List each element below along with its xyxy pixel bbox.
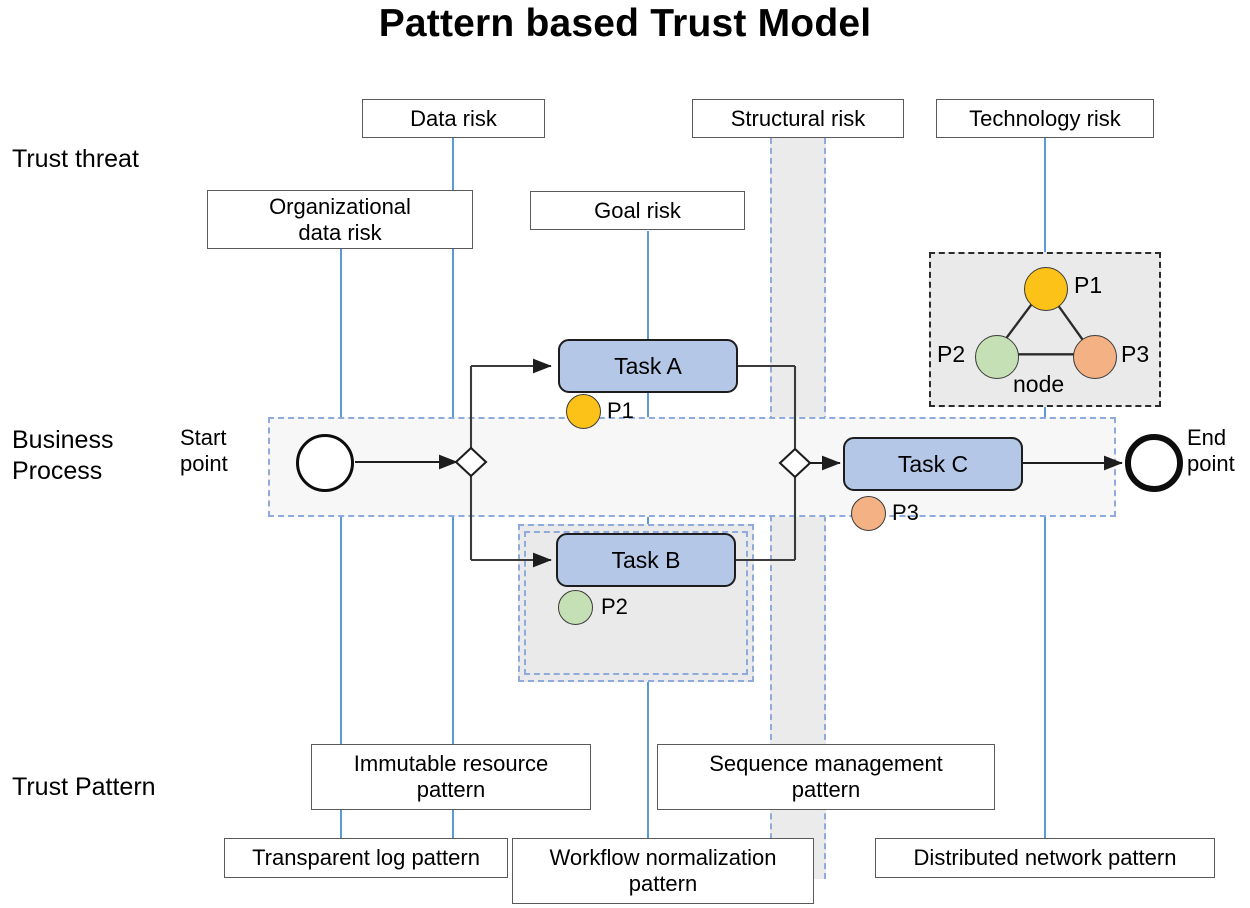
task-a-participant-label: P1 [607,398,634,423]
threat-box-goal-risk[interactable]: Goal risk [530,191,745,230]
pattern-box-immutable-resource-pattern[interactable]: Immutable resource pattern [311,744,591,810]
threat-box-technology-risk[interactable]: Technology risk [936,99,1154,138]
start-event-label: Start point [180,425,228,476]
pattern-box-distributed-network-pattern[interactable]: Distributed network pattern [875,838,1215,878]
row-label-business-process: Business Process [12,426,114,485]
node-participant-p3-dot [1073,335,1117,379]
end-event-label: End point [1187,425,1235,476]
task-box-task-b[interactable]: Task B [556,533,736,587]
pattern-label: Distributed network pattern [913,845,1177,870]
pattern-box-transparent-log-pattern[interactable]: Transparent log pattern [224,838,508,878]
pattern-label: Sequence management pattern [709,751,943,802]
threat-label: Data risk [410,105,497,131]
task-label: Task C [897,450,969,477]
threat-label: Technology risk [969,105,1121,131]
node-participant-p3-label: P3 [1121,341,1150,367]
task-label: Task B [611,546,681,573]
pattern-label: Transparent log pattern [252,845,480,870]
task-c-participant-dot [851,496,886,531]
task-box-task-a[interactable]: Task A [558,339,738,393]
task-b-participant-dot [558,590,593,625]
node-participant-p2-label: P2 [937,341,966,367]
row-label-trust-pattern: Trust Pattern [12,773,156,801]
task-b-participant-label: P2 [601,594,628,619]
threat-box-data-risk[interactable]: Data risk [362,99,545,138]
end-event-circle[interactable] [1125,434,1183,492]
connector-line-organizational-risk [340,248,342,844]
start-event-circle[interactable] [296,434,354,492]
node-cluster-box: P1 P2 P3 node [929,252,1161,407]
threat-box-structural-risk[interactable]: Structural risk [692,99,904,138]
task-box-task-c[interactable]: Task C [843,437,1023,491]
threat-label: Organizational data risk [269,193,411,245]
task-b-group-inner [524,531,748,675]
node-participant-p1-label: P1 [1074,272,1103,298]
row-label-trust-threat: Trust threat [12,145,139,173]
threat-box-organizational-data-risk[interactable]: Organizational data risk [207,190,473,249]
node-cluster-caption: node [1013,371,1065,397]
threat-label: Goal risk [594,197,681,223]
pattern-label: Immutable resource pattern [353,751,549,802]
pattern-box-workflow-normalization-pattern[interactable]: Workflow normalization pattern [512,838,814,904]
page-title: Pattern based Trust Model [378,2,872,45]
threat-label: Structural risk [730,105,866,131]
task-c-participant-label: P3 [892,500,919,525]
node-participant-p2-dot [975,335,1019,379]
node-participant-p1-dot [1024,267,1068,311]
pattern-label: Workflow normalization pattern [549,845,777,896]
task-label: Task A [614,352,682,379]
task-a-participant-dot [566,394,601,429]
pattern-box-sequence-management-pattern[interactable]: Sequence management pattern [657,744,995,810]
